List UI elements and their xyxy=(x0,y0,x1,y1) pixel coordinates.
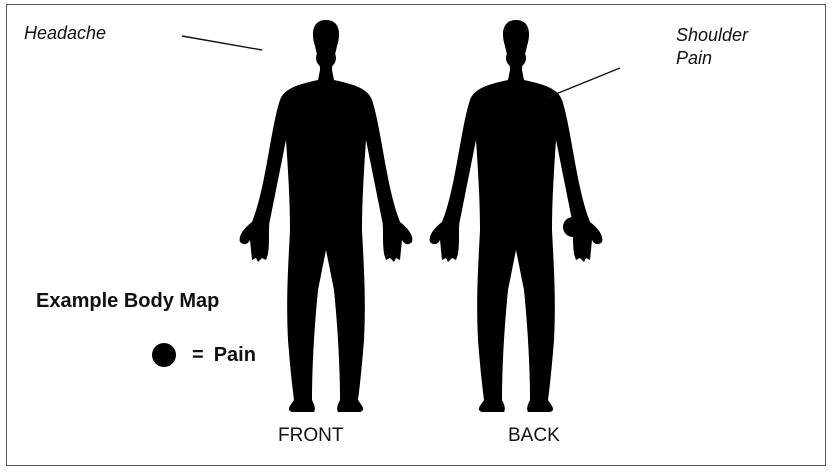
shoulder-callout-line1: Shoulder xyxy=(676,24,748,46)
headache-leader-line xyxy=(182,36,262,50)
pain-marker-back-lower-back xyxy=(487,179,507,199)
back-caption: BACK xyxy=(508,425,560,447)
headache-callout: Headache xyxy=(24,22,106,44)
pain-marker-back-leg xyxy=(486,292,506,312)
pain-marker-front-abdomen xyxy=(334,198,354,218)
pain-marker-back-head xyxy=(506,48,526,68)
legend-label: Pain xyxy=(214,344,256,367)
legend: = Pain xyxy=(152,342,256,368)
back-body-outline xyxy=(430,20,603,412)
pain-marker-front-head xyxy=(316,48,336,68)
front-caption: FRONT xyxy=(278,425,343,447)
diagram-title: Example Body Map xyxy=(36,290,219,313)
front-body-outline xyxy=(240,20,413,412)
shoulder-callout-line2: Pain xyxy=(676,47,712,69)
filled-circle-icon xyxy=(152,343,176,367)
pain-marker-back-left-shoulder xyxy=(468,104,488,124)
pain-marker-front-chest xyxy=(314,141,334,161)
pain-marker-back-right-shoulder xyxy=(544,104,564,124)
legend-equals: = xyxy=(192,344,204,367)
shoulder-leader-line xyxy=(546,68,620,98)
pain-marker-back-wrist xyxy=(563,217,583,237)
